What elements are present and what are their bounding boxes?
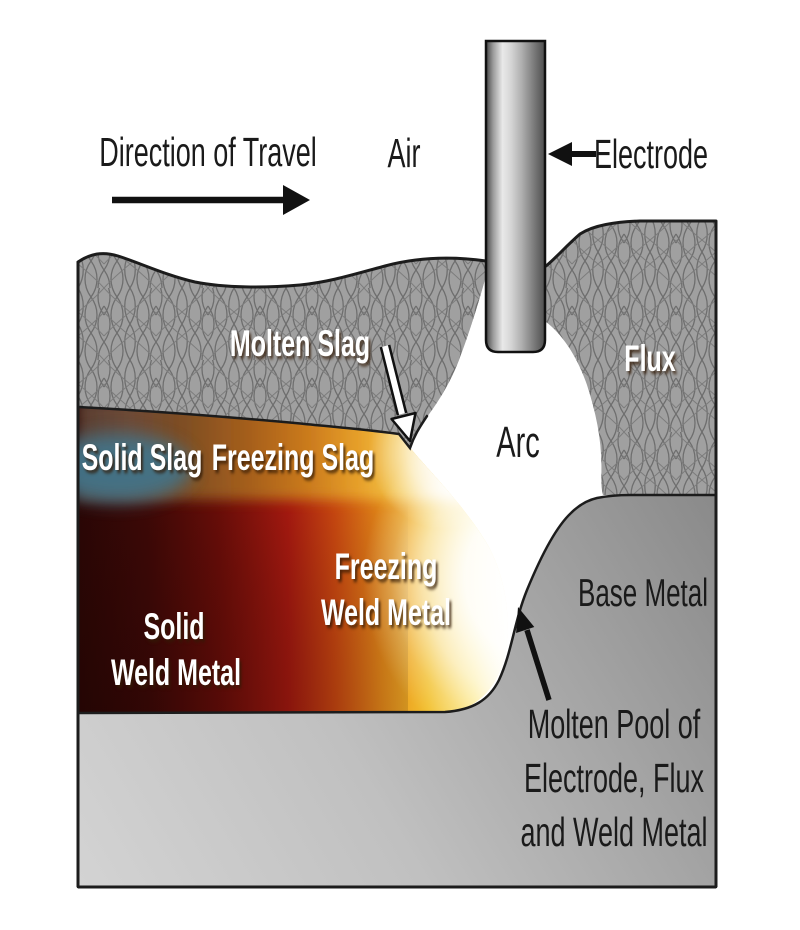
flux-region (78, 221, 716, 495)
molten-slag-label: Molten Slag (230, 322, 370, 364)
molten-pool-label-line2: Electrode, Flux (524, 757, 704, 802)
direction-of-travel-label: Direction of Travel (99, 131, 317, 176)
slag-surface-line (76, 405, 429, 451)
arc-label: Arc (496, 418, 539, 466)
figure-border (76, 221, 718, 889)
flux-label: Flux (624, 337, 676, 379)
molten-pool-label-line3: and Weld Metal (520, 811, 707, 856)
air-label: Air (388, 132, 421, 177)
base-metal-label: Base Metal (578, 572, 708, 616)
flux-top-outline (76, 219, 718, 289)
molten-pool-label-line1: Molten Pool of (528, 703, 701, 748)
electrode-bar (484, 39, 547, 354)
solid-weld-metal-label-line1: Solid (143, 605, 204, 647)
solid-weld-metal-label-line2: Weld Metal (111, 651, 241, 693)
molten-pool-arrow (516, 607, 552, 701)
solid-slag-teal-patch (78, 434, 192, 502)
electrode-label: Electrode (594, 133, 708, 178)
direction-of-travel-arrow (112, 185, 310, 215)
freezing-weld-metal-label-line2: Weld Metal (321, 591, 451, 633)
freezing-slag-label: Freezing Slag (212, 436, 374, 478)
base-metal-region (76, 493, 718, 889)
freezing-weld-metal-label-line1: Freezing (335, 545, 438, 587)
molten-slag-arrow (379, 344, 417, 443)
electrode-arrow (548, 142, 596, 166)
solid-slag-label: Solid Slag (82, 436, 203, 478)
